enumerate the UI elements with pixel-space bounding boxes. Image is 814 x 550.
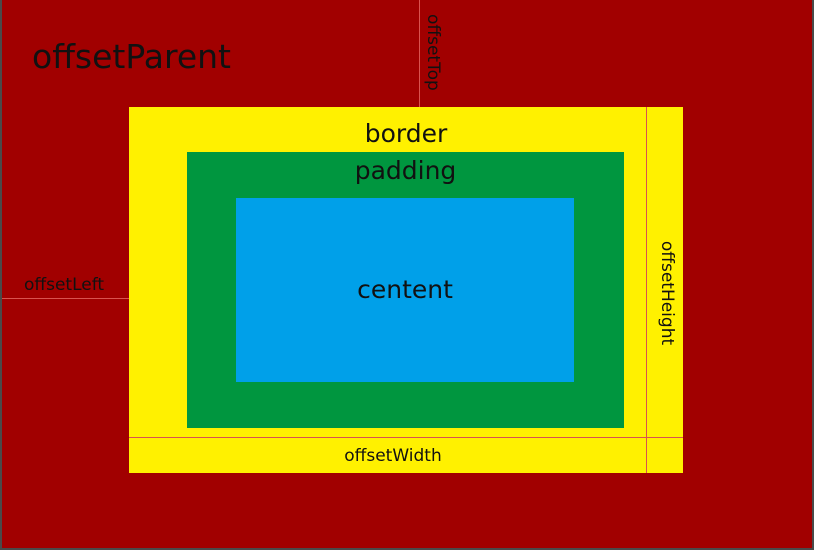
offset-width-label: offsetWidth <box>344 446 442 466</box>
padding-label: padding <box>354 156 457 185</box>
padding-box: padding centent <box>187 152 624 428</box>
border-label: border <box>364 119 448 148</box>
offset-left-guide-line <box>2 298 129 299</box>
offset-parent-label: offsetParent <box>32 37 231 76</box>
content-box: centent <box>236 198 574 382</box>
offset-height-label: offsetHeight <box>657 240 677 346</box>
offset-top-label: offsetTop <box>423 14 443 91</box>
offset-left-label: offsetLeft <box>24 275 105 295</box>
offset-height-guide-line <box>646 107 647 473</box>
border-box: border padding centent offsetWidth offse… <box>129 107 683 473</box>
content-label: centent <box>357 275 453 304</box>
offset-top-guide-line <box>419 0 420 107</box>
offset-width-guide-line <box>129 437 683 438</box>
